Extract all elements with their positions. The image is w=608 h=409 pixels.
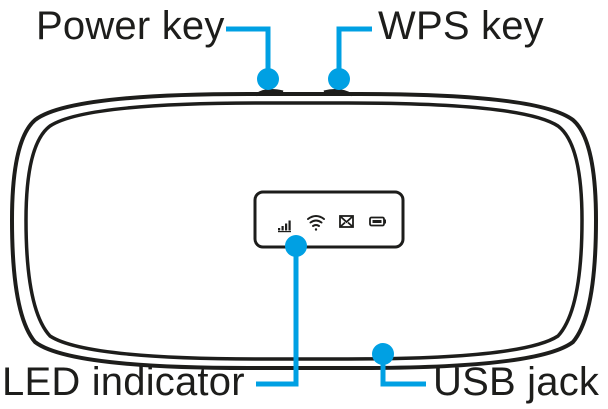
- callout-lines: [226, 26, 426, 387]
- usb-jack-callout-line: [380, 357, 426, 387]
- led-indicator-label: LED indicator: [2, 360, 245, 404]
- power-key-callout-line: [226, 26, 271, 72]
- device-inner-outline: [24, 101, 584, 361]
- wps-key-callout-line: [336, 26, 372, 72]
- battery-icon: [369, 216, 386, 227]
- wifi-icon: [307, 215, 325, 231]
- usb-jack-label: USB jack: [433, 360, 600, 404]
- led-indicator-callout-dot: [285, 235, 307, 257]
- wps-key-label: WPS key: [378, 4, 544, 48]
- power-key-callout-dot: [257, 68, 279, 90]
- led-indicator-callout-line: [256, 246, 299, 387]
- power-key-label: Power key: [36, 4, 225, 48]
- device-outer-outline: [9, 92, 599, 370]
- device-body: [9, 92, 599, 370]
- envelope-icon: [339, 215, 354, 228]
- wps-key[interactable]: [323, 89, 353, 97]
- callout-dots: [257, 68, 394, 365]
- signal-strength-icon: [278, 220, 291, 233]
- led-panel: [253, 190, 405, 249]
- wps-key-callout-dot: [328, 68, 350, 90]
- usb-jack-callout-dot: [372, 343, 394, 365]
- power-key[interactable]: [255, 89, 284, 97]
